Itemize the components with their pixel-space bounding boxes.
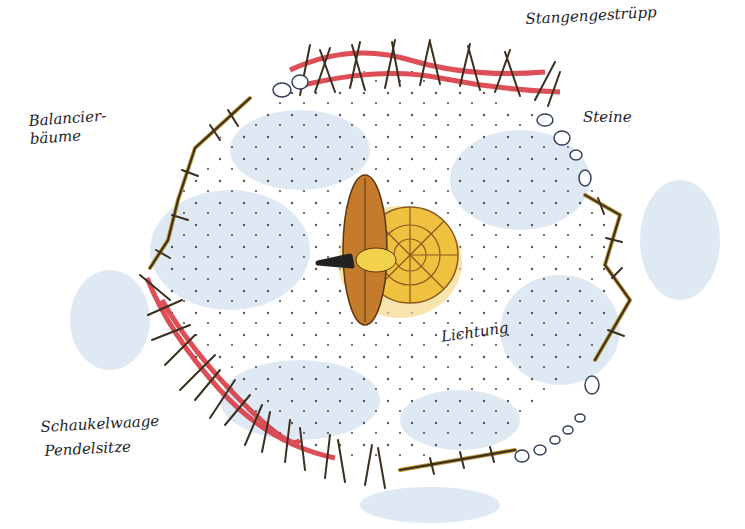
thicket-label: Stangengestrüpp <box>525 3 657 28</box>
swing-seat-label: Pendelsitze <box>44 437 131 460</box>
ribbons <box>147 53 560 458</box>
stones-label: Steine <box>583 108 632 126</box>
seesaw-label: Schaukelwaage <box>40 412 160 436</box>
beams-label: Balancier- bäume <box>28 105 135 148</box>
pole-thicket <box>140 40 560 488</box>
balance-beams <box>150 98 630 474</box>
clearing-centre <box>318 175 462 325</box>
stones <box>273 75 599 462</box>
